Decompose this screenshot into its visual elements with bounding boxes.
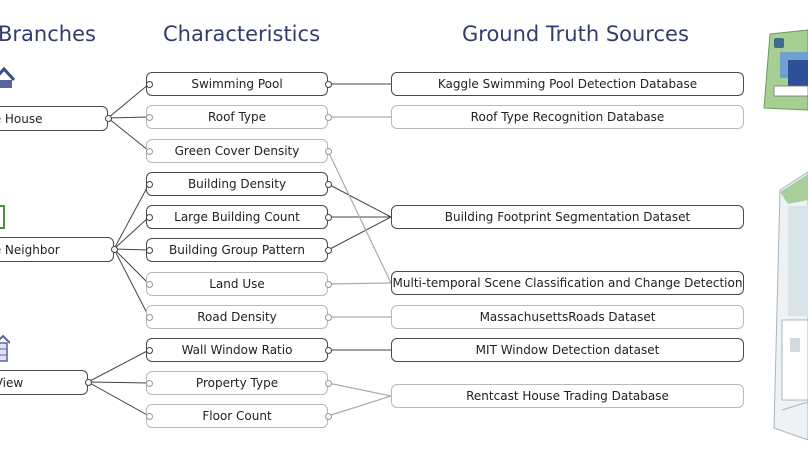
characteristic-green-cover-density: Green Cover Density (146, 139, 328, 163)
branch-label: et-View (0, 375, 24, 390)
characteristic-land-use: Land Use (146, 272, 328, 296)
branch-link (107, 117, 150, 152)
branch-link (113, 248, 150, 318)
connector-dot (324, 213, 332, 221)
source-label: MIT Window Detection dataset (475, 343, 660, 357)
source-link (327, 150, 392, 284)
connector-dot (145, 180, 153, 188)
characteristic-label: Land Use (209, 277, 265, 291)
connector-dot (145, 147, 153, 155)
connector-dot (324, 80, 332, 88)
characteristic-label: Large Building Count (174, 210, 300, 224)
connector-dot (324, 280, 332, 288)
branch-link (107, 83, 150, 119)
connector-dot (145, 379, 153, 387)
connector-dot (324, 412, 332, 420)
branch-street-view: et-View (0, 370, 88, 395)
source-kaggle-swimming-pool: Kaggle Swimming Pool Detection Database (391, 72, 744, 96)
source-label: Kaggle Swimming Pool Detection Database (437, 77, 698, 91)
source-link (327, 183, 392, 218)
source-label: MassachusettsRoads Dataset (479, 310, 656, 324)
characteristic-label: Building Group Pattern (168, 243, 305, 257)
characteristic-building-density: Building Density (146, 172, 328, 196)
branch-label: llite House (0, 111, 43, 126)
connector-dot (145, 412, 153, 420)
characteristic-floor-count: Floor Count (146, 404, 328, 428)
characteristic-property-type: Property Type (146, 371, 328, 395)
source-rentcast-house-trading: Rentcast House Trading Database (391, 384, 744, 408)
connector-dot (145, 113, 153, 121)
connector-dot (324, 147, 332, 155)
characteristic-label: Building Density (187, 177, 287, 191)
branch-satellite-house: llite House (0, 106, 108, 131)
source-building-footprint-segmentation: Building Footprint Segmentation Dataset (391, 205, 744, 229)
characteristic-large-building-count: Large Building Count (146, 205, 328, 229)
characteristic-wall-window-ratio: Wall Window Ratio (146, 338, 328, 362)
characteristic-road-density: Road Density (146, 305, 328, 329)
characteristic-label: Green Cover Density (174, 144, 300, 158)
source-massachusetts-roads: MassachusettsRoads Dataset (391, 305, 744, 329)
connector-dot (145, 346, 153, 354)
connector-dot (145, 80, 153, 88)
source-multi-temporal-scene: Multi-temporal Scene Classification and … (391, 271, 744, 295)
branch-satellite-neighbor: llite Neighbor (0, 237, 114, 262)
branch-link (113, 183, 150, 250)
connector-dot (145, 213, 153, 221)
branch-link (113, 248, 150, 285)
characteristic-label: Road Density (197, 310, 277, 324)
characteristic-label: Swimming Pool (191, 77, 283, 91)
connector-dot (110, 245, 118, 253)
connector-dot (324, 346, 332, 354)
branch-link (87, 349, 150, 383)
branch-link (87, 381, 150, 384)
source-label: Rentcast House Trading Database (466, 389, 669, 403)
source-mit-window-detection: MIT Window Detection dataset (391, 338, 744, 362)
source-link (327, 382, 392, 397)
characteristic-label: Property Type (195, 376, 279, 390)
connector-dot (145, 280, 153, 288)
source-roof-type-recognition: Roof Type Recognition Database (391, 105, 744, 129)
source-label: Roof Type Recognition Database (470, 110, 665, 124)
house-icon (0, 66, 16, 88)
connector-dot (324, 246, 332, 254)
characteristic-swimming-pool: Swimming Pool (146, 72, 328, 96)
neighborhood-icon (0, 205, 5, 229)
source-label: Multi-temporal Scene Classification and … (392, 276, 743, 290)
street-scene-icon (773, 171, 808, 440)
branch-link (107, 116, 150, 119)
satellite-map-icon (763, 29, 808, 111)
characteristic-label: Wall Window Ratio (181, 343, 293, 357)
characteristic-building-group-pattern: Building Group Pattern (146, 238, 328, 262)
connector-dot (145, 246, 153, 254)
characteristic-roof-type: Roof Type (146, 105, 328, 129)
characteristic-label: Floor Count (202, 409, 272, 423)
street-view-icon (0, 335, 10, 362)
connector-dot (104, 114, 112, 122)
source-link (327, 395, 392, 417)
source-link (327, 282, 392, 285)
characteristic-label: Roof Type (207, 110, 267, 124)
header-characteristics: Characteristics (163, 22, 321, 46)
branch-link (87, 381, 150, 417)
source-label: Building Footprint Segmentation Dataset (444, 210, 691, 224)
connector-dot (145, 313, 153, 321)
connector-dot (324, 180, 332, 188)
branch-link (113, 216, 150, 250)
branch-link (113, 248, 150, 251)
branch-label: llite Neighbor (0, 242, 60, 257)
source-link (327, 216, 392, 251)
header-branches: Branches (0, 22, 96, 46)
connector-dot (324, 379, 332, 387)
header-ground-truth-sources: Ground Truth Sources (462, 22, 689, 46)
connector-dot (84, 378, 92, 386)
connector-dot (324, 113, 332, 121)
connector-dot (324, 313, 332, 321)
